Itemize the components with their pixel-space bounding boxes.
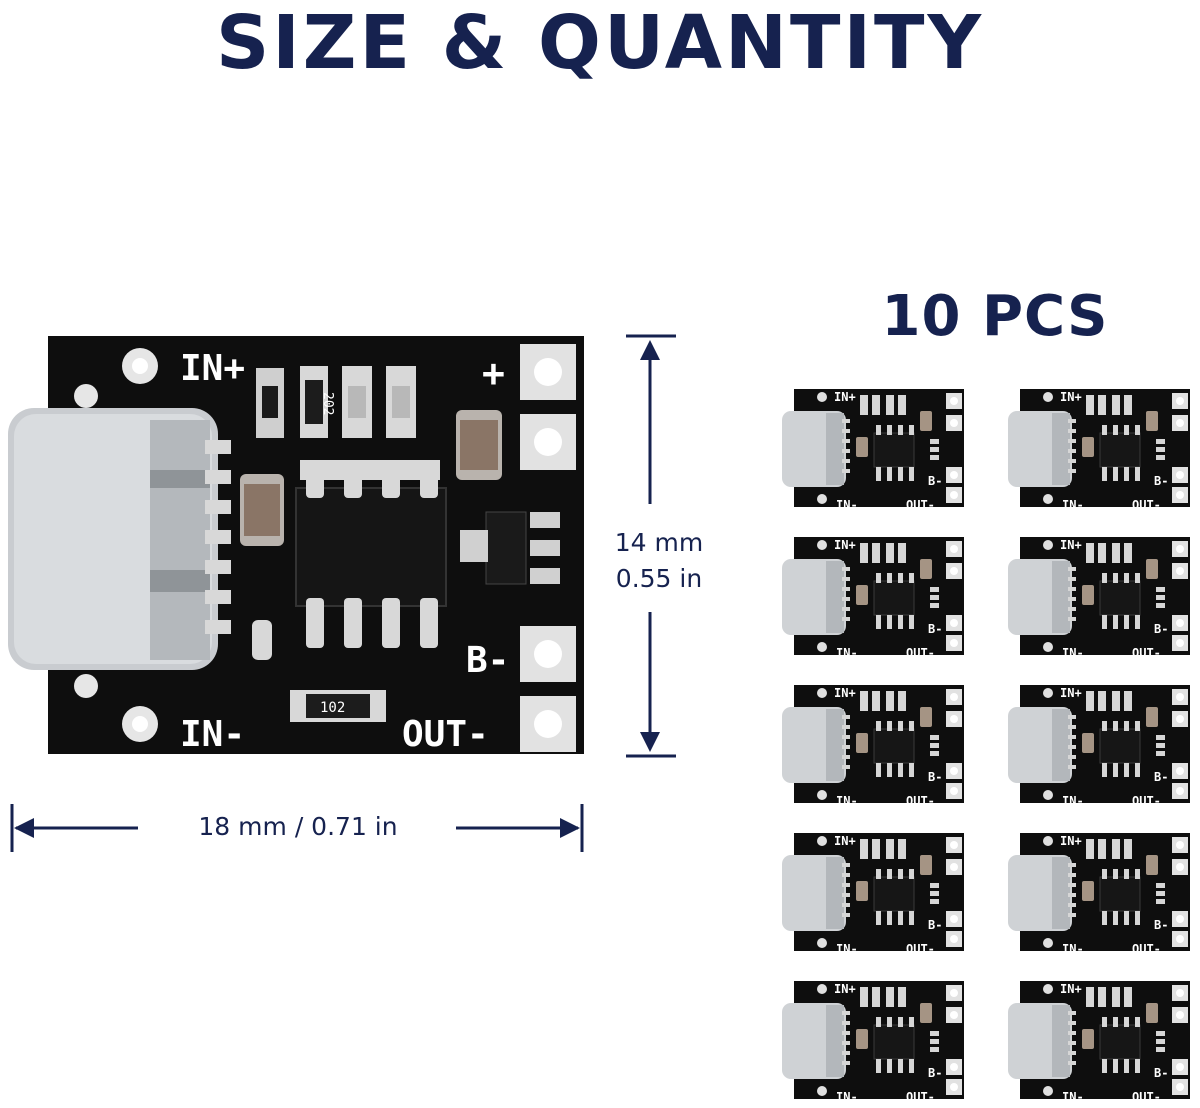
label-in-plus: IN+: [180, 348, 245, 389]
svg-text:B-: B-: [928, 474, 942, 488]
svg-text:IN-: IN-: [1062, 942, 1084, 956]
height-arrow: [626, 334, 676, 758]
height-label-mm: 14 mm: [614, 528, 704, 557]
main-chip: [295, 460, 447, 648]
svg-text:OUT-: OUT-: [1132, 1090, 1161, 1104]
label-in-minus: IN-: [180, 714, 245, 755]
svg-text:IN-: IN-: [836, 1090, 858, 1104]
svg-text:IN+: IN+: [834, 686, 856, 700]
svg-text:IN-: IN-: [836, 498, 858, 512]
usb-c-connector: [8, 408, 218, 670]
svg-text:IN+: IN+: [1060, 834, 1082, 848]
svg-text:OUT-: OUT-: [1132, 942, 1161, 956]
svg-text:B-: B-: [1154, 770, 1168, 784]
mounting-holes: [74, 348, 158, 742]
svg-text:B-: B-: [1154, 474, 1168, 488]
mini-module: IN+ IN- B- OUT-: [1006, 975, 1196, 1105]
svg-text:B-: B-: [928, 770, 942, 784]
mini-module: IN+ IN- B- OUT-: [780, 975, 970, 1105]
right-pads: [520, 344, 576, 752]
mini-module: IN+ IN- B- OUT-: [1006, 827, 1196, 957]
label-plus: +: [482, 351, 505, 395]
mini-module: IN+ IN- B- OUT-: [1006, 531, 1196, 661]
width-label: 18 mm / 0.71 in: [198, 812, 398, 841]
svg-text:IN-: IN-: [836, 646, 858, 660]
transistor: [460, 511, 560, 585]
svg-text:IN-: IN-: [1062, 498, 1084, 512]
page-title: SIZE & QUANTITY: [215, 0, 985, 86]
module-grid: IN+ IN- B- OUT- IN+ IN- B- OUT-: [780, 375, 1200, 1108]
mini-module: IN+ IN- B- OUT-: [1006, 679, 1196, 809]
svg-text:IN-: IN-: [1062, 1090, 1084, 1104]
leds: [342, 366, 416, 438]
svg-text:B-: B-: [928, 1066, 942, 1080]
svg-text:IN+: IN+: [834, 390, 856, 404]
svg-text:B-: B-: [1154, 622, 1168, 636]
label-b-minus: B-: [466, 640, 509, 681]
mini-module: IN+ IN- B- OUT-: [780, 531, 970, 661]
svg-text:IN+: IN+: [1060, 538, 1082, 552]
height-label-in: 0.55 in: [615, 564, 703, 593]
svg-text:OUT-: OUT-: [906, 1090, 935, 1104]
svg-text:OUT-: OUT-: [1132, 498, 1161, 512]
mini-module: IN+ IN- B- OUT-: [780, 827, 970, 957]
svg-text:B-: B-: [928, 622, 942, 636]
svg-text:B-: B-: [1154, 1066, 1168, 1080]
usb-pins: [205, 440, 231, 634]
svg-text:IN+: IN+: [834, 982, 856, 996]
smd-parts: [252, 366, 386, 722]
svg-text:OUT-: OUT-: [906, 646, 935, 660]
svg-text:OUT-: OUT-: [906, 794, 935, 808]
svg-text:OUT-: OUT-: [906, 942, 935, 956]
svg-text:B-: B-: [928, 918, 942, 932]
svg-text:OUT-: OUT-: [906, 498, 935, 512]
svg-text:IN-: IN-: [836, 942, 858, 956]
quantity-label: 10 PCS: [881, 284, 1109, 349]
svg-text:OUT-: OUT-: [1132, 794, 1161, 808]
svg-text:OUT-: OUT-: [1132, 646, 1161, 660]
label-out-minus: OUT-: [402, 714, 489, 755]
label-resistor-top: 202: [320, 392, 335, 415]
svg-text:IN+: IN+: [834, 538, 856, 552]
svg-text:IN-: IN-: [1062, 794, 1084, 808]
capacitors: [240, 410, 502, 546]
svg-text:IN+: IN+: [1060, 982, 1082, 996]
svg-text:IN+: IN+: [1060, 390, 1082, 404]
mini-module: IN+ IN- B- OUT-: [780, 679, 970, 809]
width-arrow: [10, 804, 584, 852]
svg-text:IN+: IN+: [834, 834, 856, 848]
mini-module: IN+ IN- B- OUT-: [780, 383, 970, 513]
svg-text:IN-: IN-: [1062, 646, 1084, 660]
svg-text:IN+: IN+: [1060, 686, 1082, 700]
svg-text:B-: B-: [1154, 918, 1168, 932]
mini-module: IN+ IN- B- OUT-: [1006, 383, 1196, 513]
label-resistor-bottom: 102: [320, 700, 345, 716]
svg-text:IN-: IN-: [836, 794, 858, 808]
